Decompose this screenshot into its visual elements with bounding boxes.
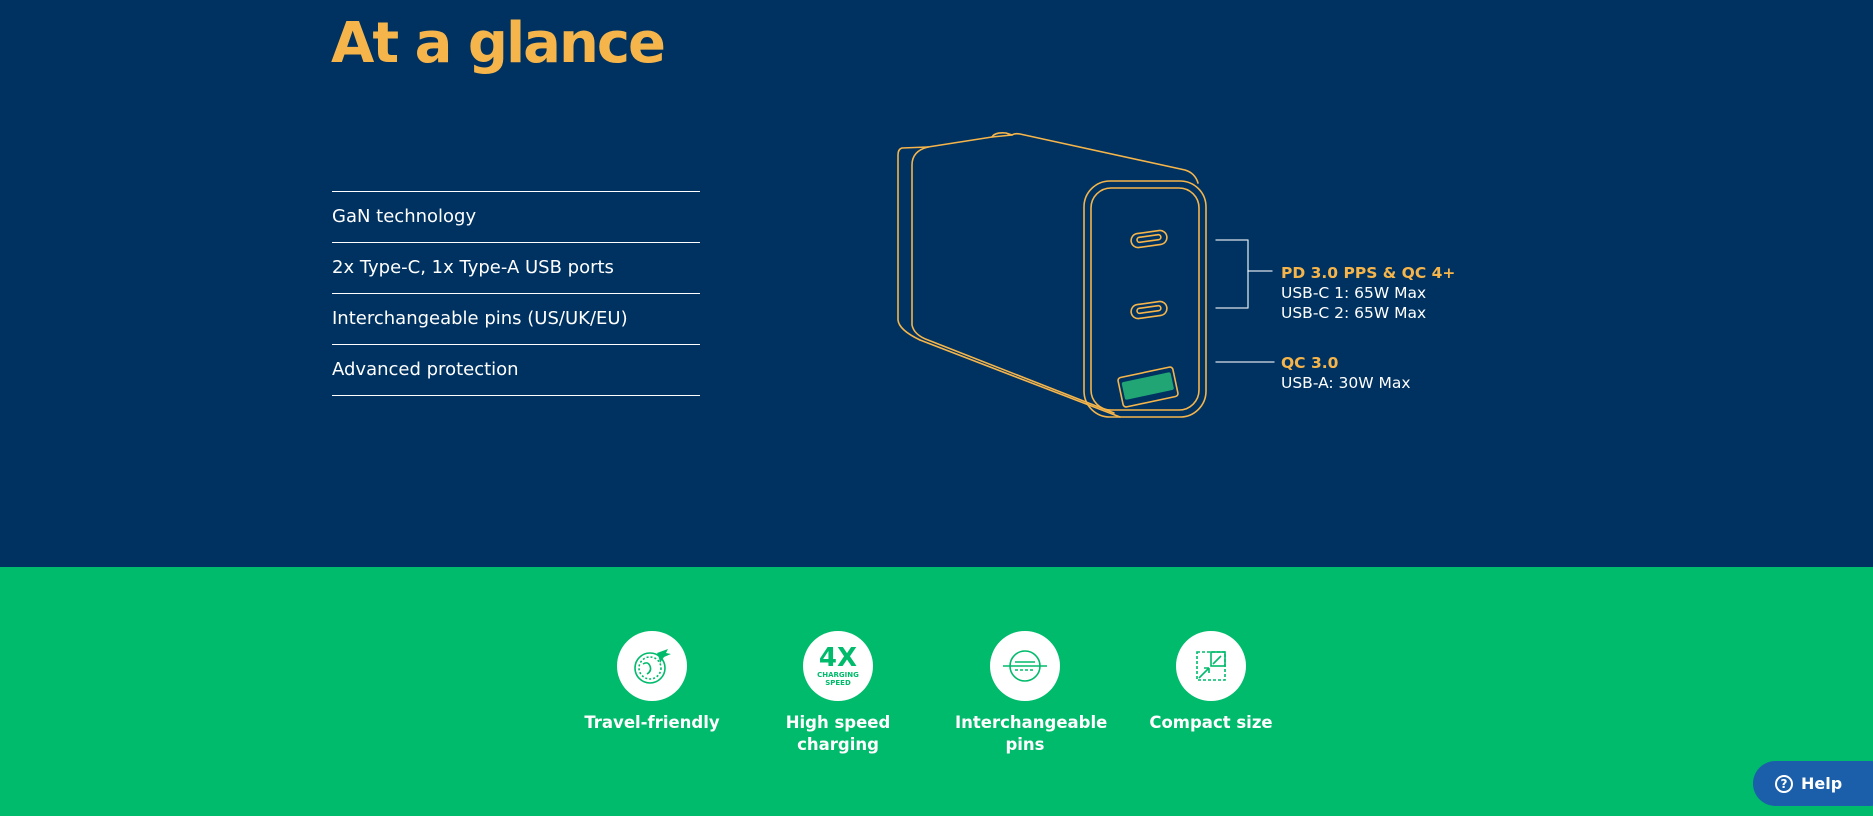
spec-usb-a: USB-A: 30W Max [1281, 374, 1411, 392]
question-circle-icon: ? [1775, 774, 1793, 793]
section-title: At a glance [331, 11, 666, 76]
feature-item-protection: Advanced protection [332, 345, 700, 396]
badge-icon-text: 4X [818, 643, 858, 673]
spec-group-usb-a: QC 3.0 USB-A: 30W Max [1281, 353, 1411, 393]
highlights-section [0, 567, 1873, 816]
globe-plane-icon [617, 631, 687, 701]
badge-label: High speed charging [785, 713, 891, 754]
4x-charging-speed-icon: 4X CHARGING SPEED [803, 631, 873, 701]
spec-heading-qc: QC 3.0 [1281, 354, 1339, 372]
badge-high-speed-charging: 4X CHARGING SPEED High speed charging [763, 631, 913, 756]
feature-item-pins: Interchangeable pins (US/UK/EU) [332, 294, 700, 345]
badge-label: Compact size [1149, 713, 1273, 732]
badge-icon-subtext: CHARGING SPEED [817, 671, 859, 687]
highlight-badges: Travel-friendly 4X CHARGING SPEED High s… [0, 631, 1873, 761]
charger-illustration [897, 132, 1275, 418]
badge-label: Interchangeable pins [955, 713, 1108, 754]
feature-item-gan: GaN technology [332, 192, 700, 243]
badge-label: Travel-friendly [584, 713, 720, 732]
badge-travel-friendly: Travel-friendly [577, 631, 727, 734]
spec-group-usb-c: PD 3.0 PPS & QC 4+ USB-C 1: 65W Max USB-… [1281, 263, 1455, 323]
plug-pins-icon [990, 631, 1060, 701]
at-a-glance-section: At a glance GaN technology 2x Type-C, 1x… [0, 0, 1873, 567]
compact-arrows-icon [1176, 631, 1246, 701]
feature-item-ports: 2x Type-C, 1x Type-A USB ports [332, 243, 700, 294]
help-label: Help [1801, 774, 1843, 793]
spec-usb-c1: USB-C 1: 65W Max [1281, 284, 1427, 302]
feature-list: GaN technology 2x Type-C, 1x Type-A USB … [332, 191, 700, 396]
badge-interchangeable-pins: Interchangeable pins [950, 631, 1108, 756]
badge-compact-size: Compact size [1136, 631, 1286, 734]
spec-usb-c2: USB-C 2: 65W Max [1281, 304, 1427, 322]
spec-heading-pd: PD 3.0 PPS & QC 4+ [1281, 264, 1456, 282]
help-button[interactable]: ? Help [1753, 761, 1873, 806]
